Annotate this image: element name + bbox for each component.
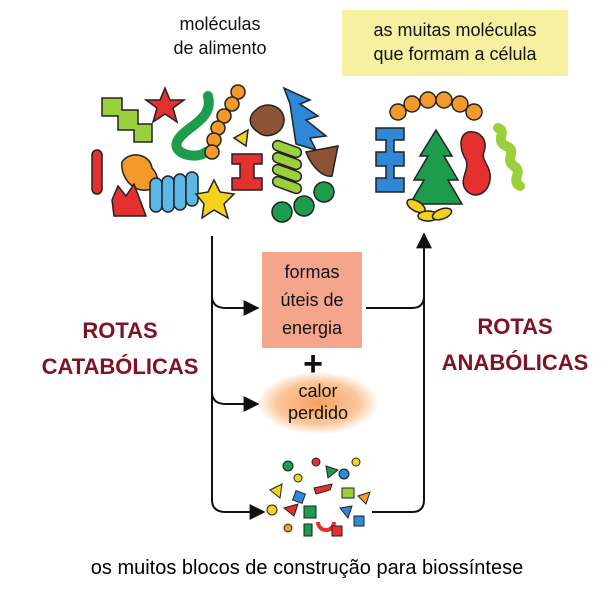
red-h-shape xyxy=(231,153,263,191)
catabolic-pathways-label: ROTAS CATABÓLICAS xyxy=(30,313,210,385)
energy-label-line-1: formas xyxy=(284,262,340,282)
green-stair-shape xyxy=(101,97,153,143)
anabolic-label-line-2: ANABÓLICAS xyxy=(441,350,589,375)
heat-label-line-2: perdido xyxy=(287,403,349,423)
blue-coil-shape xyxy=(149,171,199,213)
food-label-line-1: moléculas xyxy=(179,14,261,34)
blue-tree-shape xyxy=(282,86,328,152)
red-rod-shape xyxy=(91,149,103,195)
catabolic-arrows xyxy=(211,236,266,520)
brown-blob-shape xyxy=(249,104,285,137)
catabolic-label-line-2: CATABÓLICAS xyxy=(41,354,199,379)
green-tree-shape xyxy=(408,128,464,205)
green-spring-2 xyxy=(271,151,303,171)
food-molecules-label: moléculas de alimento xyxy=(140,12,300,60)
red-star-shape xyxy=(143,86,187,124)
heat-glow xyxy=(258,372,378,434)
lime-wavy-shape xyxy=(493,123,525,191)
energy-label-line-2: úteis de xyxy=(280,290,344,310)
energy-to-anabolic-line xyxy=(366,295,425,309)
energy-label: formas úteis de energia xyxy=(262,258,362,342)
green-circles xyxy=(271,181,335,223)
heat-label: calor perdido xyxy=(268,380,368,424)
anabolic-trunk-line xyxy=(372,232,432,513)
cell-molecules-label: as muitas moléculas que formam a célula xyxy=(342,18,568,66)
orange-chain-arc xyxy=(389,91,483,121)
yellow-star-shape xyxy=(194,178,236,220)
catabolic-trunk-line xyxy=(211,236,266,520)
food-molecules-cluster xyxy=(91,84,339,223)
arrow-to-heat xyxy=(211,391,260,412)
orange-bead-chain xyxy=(204,84,246,160)
plus-sign: + xyxy=(303,345,323,383)
red-peanut-shape xyxy=(460,131,491,196)
yellow-triangle-shape xyxy=(232,128,249,148)
catabolic-label-line-1: ROTAS xyxy=(82,318,158,343)
anabolic-pathways-label: ROTAS ANABÓLICAS xyxy=(430,309,600,381)
brown-triangle-shape xyxy=(304,145,339,177)
energy-label-line-3: energia xyxy=(281,318,343,338)
cell-label-line-2: que formam a célula xyxy=(373,44,537,64)
anabolic-label-line-1: ROTAS xyxy=(477,314,553,339)
anabolic-arrows xyxy=(366,232,432,513)
yellow-ellipses xyxy=(406,198,453,222)
green-spring-4 xyxy=(271,175,303,195)
building-blocks-cluster xyxy=(266,457,371,537)
cell-molecules-highlight xyxy=(342,10,568,76)
green-spring-3 xyxy=(271,163,303,183)
red-tulip-shape xyxy=(111,182,148,217)
blue-ladder-shape xyxy=(375,127,405,193)
arrow-to-energy xyxy=(211,295,260,316)
heat-label-line-1: calor xyxy=(298,381,338,401)
food-label-line-2: de alimento xyxy=(173,38,267,58)
cell-label-line-1: as muitas moléculas xyxy=(373,20,537,40)
green-spring-1 xyxy=(271,139,303,159)
building-blocks-label: os muitos blocos de construção para bios… xyxy=(90,557,524,579)
energy-highlight-box xyxy=(262,252,362,348)
green-worm-shape xyxy=(171,91,214,161)
cell-molecules-cluster xyxy=(375,91,525,222)
